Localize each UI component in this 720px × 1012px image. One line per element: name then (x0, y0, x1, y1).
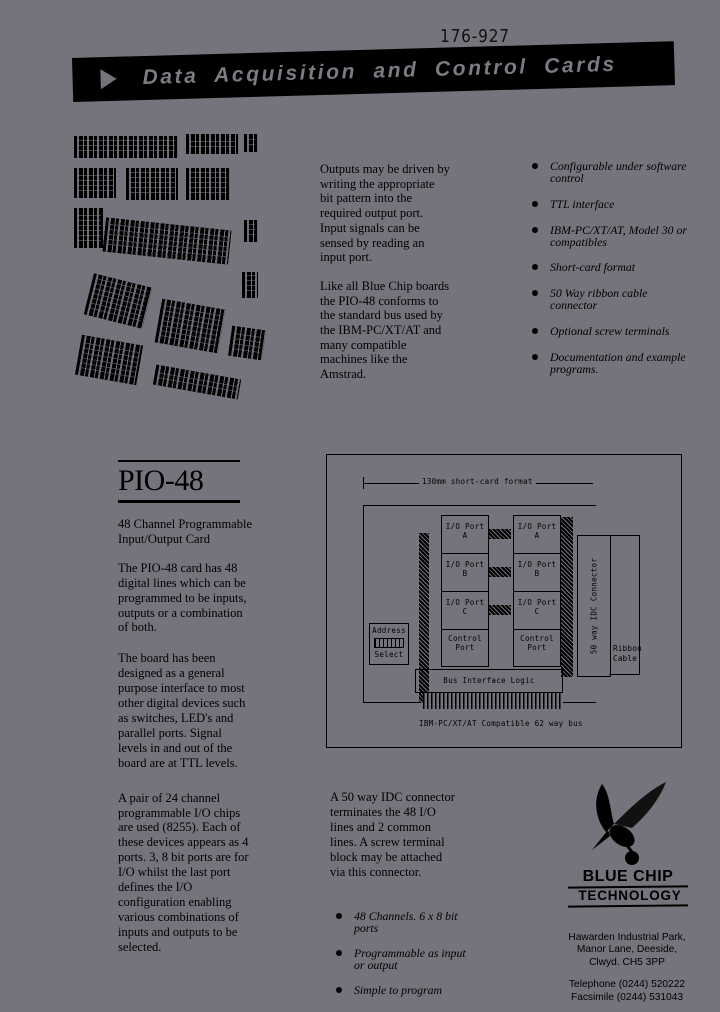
feature-item: Programmable as input or output (334, 947, 474, 971)
company-address: Hawarden Industrial Park, Manor Lane, De… (558, 932, 696, 1004)
product-paragraph: A pair of 24 channel programmable I/O ch… (118, 790, 249, 954)
double-arrow-icon (489, 567, 511, 577)
double-arrow-icon (489, 605, 511, 615)
card-photo (74, 168, 116, 198)
feature-item: TTL interface (530, 198, 690, 210)
address-line: Hawarden Industrial Park, (568, 932, 686, 943)
feature-list: Configurable under software control TTL … (530, 160, 690, 389)
cable-label: Cable (613, 654, 638, 663)
port-stack-left: I/O Port A I/O Port B I/O Port C Control… (441, 515, 489, 667)
feature-item: Configurable under software control (530, 160, 690, 184)
product-paragraph: The PIO-48 card has 48 digital lines whi… (118, 560, 247, 635)
dimension-tick (363, 477, 364, 489)
ribbon-cable: Ribbon Cable (609, 535, 642, 675)
intro-text: Outputs may be driven by writing the app… (320, 162, 450, 396)
port-label: I/O Port B (514, 554, 560, 592)
block-diagram: 130mm short-card format I/O Port A I/O P… (326, 454, 682, 748)
card-photo (74, 136, 178, 158)
ribbon-cable-label: Ribbon Cable (613, 644, 642, 664)
kingfisher-bird-logo (592, 782, 666, 865)
product-subtitle: 48 Channel Programmable Input/Output Car… (118, 517, 252, 546)
feature-item: Documentation and example programs. (530, 351, 690, 375)
bus-interface-logic: Bus Interface Logic (415, 669, 563, 693)
port-label: I/O Port C (514, 592, 560, 630)
card-photo (74, 208, 104, 248)
intro-paragraph: Like all Blue Chip boards the PIO-48 con… (320, 278, 450, 382)
card-photo (152, 364, 242, 400)
company-name-secondary: TECHNOLOGY (578, 888, 682, 903)
divider (118, 460, 240, 462)
port-label: I/O Port A (442, 516, 488, 554)
section-banner: Data Acquisition and Control Cards (72, 41, 675, 102)
feature-item: Optional screw terminals (530, 325, 690, 337)
telephone: Telephone (0244) 520222 (568, 979, 686, 991)
port-label: Control Port (448, 634, 482, 652)
facsimile: Facsimile (0244) 531043 (570, 991, 684, 1003)
intro-paragraph: Outputs may be driven by writing the app… (320, 162, 450, 265)
port-label: Control Port (520, 634, 554, 652)
card-photo (228, 325, 266, 361)
spacer (558, 969, 696, 979)
feature-item: Short-card format (530, 261, 690, 273)
card-photo (242, 272, 258, 298)
card-photo (186, 168, 230, 200)
feature-item: 48 Channels. 6 x 8 bit ports (334, 910, 474, 934)
company-name: BLUE CHIP (582, 868, 674, 885)
product-heading: PIO-48 (118, 460, 240, 525)
play-triangle-icon (100, 68, 117, 90)
card-photo (186, 134, 238, 154)
internal-bus (419, 533, 429, 703)
edge-connector (423, 693, 563, 709)
address-select-block: Address Select (369, 623, 409, 665)
card-photo (102, 217, 232, 265)
ribbon-label: Ribbon (613, 644, 642, 653)
cable-bundle (561, 517, 573, 677)
product-paragraph: The board has been designed as a general… (118, 651, 246, 770)
feature-item: IBM-PC/XT/AT, Model 30 or compatibles (530, 224, 690, 248)
product-description: 48 Channel Programmable Input/Output Car… (118, 517, 254, 971)
feature-list-secondary: 48 Channels. 6 x 8 bit ports Programmabl… (334, 910, 474, 1009)
card-photo (244, 220, 258, 242)
feature-item: 50 Way ribbon cable connector (530, 287, 690, 311)
port-label: I/O Port A (514, 516, 560, 554)
product-photo-collage (74, 132, 270, 400)
bus-caption: IBM-PC/XT/AT Compatible 62 way bus (419, 719, 583, 728)
card-photo (244, 134, 258, 152)
card-photo (154, 298, 226, 354)
address-label: Address (372, 626, 406, 635)
double-arrow-icon (489, 529, 511, 539)
idc-connector: 50 way IDC Connector (577, 535, 611, 677)
port-label: I/O Port C (442, 592, 488, 630)
select-label: Select (374, 650, 404, 659)
card-photo (83, 273, 153, 329)
card-photo (74, 334, 144, 386)
product-name: PIO-48 (118, 464, 204, 497)
banner-title: Data Acquisition and Control Cards (142, 52, 618, 90)
address-line: Clwyd. CH5 3PP (589, 956, 665, 968)
port-label: I/O Port B (442, 554, 488, 592)
idc-connector-label: 50 way IDC Connector (589, 557, 599, 655)
address-line: Manor Lane, Deeside, (576, 944, 678, 956)
handwritten-reference-number: 176-927 (440, 26, 510, 47)
dip-switch-icon (374, 638, 404, 648)
card-photo (126, 168, 178, 200)
divider (567, 904, 689, 908)
port-stack-right: I/O Port A I/O Port B I/O Port C Control… (513, 515, 561, 667)
feature-item: Simple to program (334, 984, 474, 996)
dimension-label: 130mm short-card format (419, 477, 536, 486)
connector-description: A 50 way IDC connector terminates the 48… (330, 790, 455, 879)
divider (118, 500, 240, 503)
